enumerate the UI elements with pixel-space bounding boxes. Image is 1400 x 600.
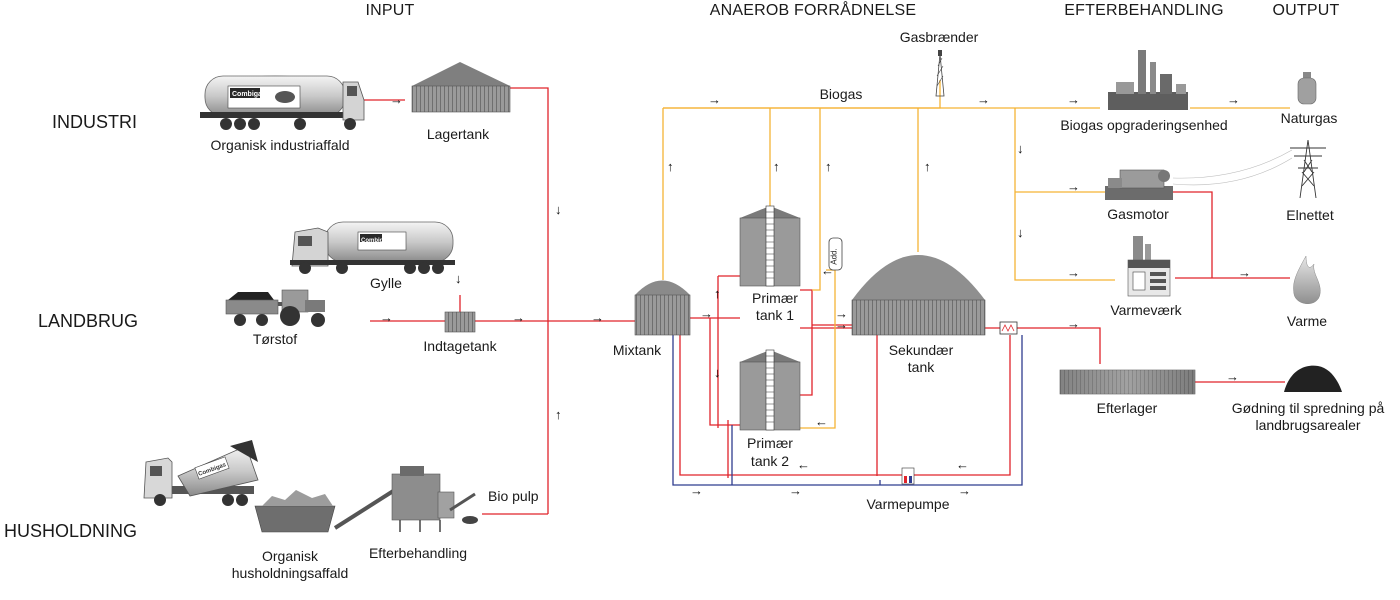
flow-arrow-left-icon: ← (815, 414, 828, 429)
storage-tank-icon (411, 62, 511, 113)
flow-arrow-down-icon: ↓ (555, 202, 562, 217)
primary-tank-2-icon (739, 349, 801, 431)
gas-bottle-icon (1297, 72, 1317, 105)
label-bio-pulp: Bio pulp (488, 488, 539, 504)
truck-brand-industri: Combigas (232, 91, 266, 98)
label-efterlager: Efterlager (1096, 400, 1158, 416)
flow-arrow-left-icon: ← (821, 263, 834, 278)
heat-pump-icon (901, 467, 915, 485)
mixtank-icon (634, 280, 691, 336)
header-input: INPUT (365, 2, 415, 19)
label-godning-a: Gødning til spredning på (1231, 400, 1385, 416)
flow-arrow-right-icon: → (835, 306, 848, 321)
primary-tank-1-icon (739, 205, 801, 287)
tractor-icon (225, 289, 325, 327)
label-biogas: Biogas (819, 86, 863, 102)
row-husholdning: HUSHOLDNING (4, 521, 138, 541)
label-sekundaer-a: Sekundær (888, 342, 954, 358)
label-lagertank: Lagertank (426, 126, 490, 142)
flame-icon (1293, 255, 1321, 304)
flow-arrow-down-icon: ↓ (1017, 225, 1024, 240)
flow-arrow-right-icon: → (1067, 92, 1080, 107)
label-primaer1-b: tank 1 (755, 307, 795, 323)
flow-arrow-right-icon: → (835, 317, 848, 332)
red-pipes (362, 87, 1290, 515)
flow-arrow-down-icon: ↓ (455, 271, 462, 286)
flow-arrow-right-icon: → (380, 310, 393, 325)
gas-flare-icon (935, 50, 945, 97)
flow-arrow-right-icon: → (1067, 316, 1080, 331)
tanker-truck-icon (200, 75, 365, 130)
truck-brand-gylle: Combigas (361, 238, 391, 244)
flow-arrow-down-icon: ↓ (1017, 141, 1024, 156)
flow-arrow-right-icon: → (1067, 179, 1080, 194)
sorting-plant-icon (333, 466, 478, 532)
intake-tank-icon (444, 311, 476, 333)
label-efterbehandling-machine: Efterbehandling (368, 545, 468, 561)
label-primaer2-b: tank 2 (750, 453, 790, 469)
label-gasmotor: Gasmotor (1107, 206, 1169, 222)
upgrading-unit-icon (1108, 50, 1188, 110)
heating-plant-icon (1127, 236, 1171, 297)
flow-arrow-right-icon: → (591, 310, 604, 325)
soil-pile-icon (1284, 365, 1342, 392)
label-godning-b: landbrugsarealer (1255, 417, 1361, 433)
additive-box (828, 237, 843, 271)
row-landbrug: LANDBRUG (38, 311, 139, 331)
label-naturgas: Naturgas (1280, 110, 1338, 126)
flow-arrow-left-icon: ← (797, 457, 810, 472)
label-biogas-opgradering: Biogas opgraderingsenhed (1060, 117, 1228, 133)
label-organisk-hus-1: Organisk (261, 548, 319, 564)
flow-arrow-right-icon: → (708, 92, 721, 107)
flow-arrow-up-icon: ↑ (825, 159, 832, 174)
flow-arrow-up-icon: ↑ (714, 286, 721, 301)
flow-arrow-down-icon: ↓ (714, 365, 721, 380)
flow-arrow-up-icon: ↑ (555, 407, 562, 422)
label-mixtank: Mixtank (612, 342, 662, 358)
heat-exchanger-icon (999, 321, 1018, 335)
flow-arrow-right-icon: → (390, 92, 403, 107)
row-industri: INDUSTRI (52, 112, 137, 132)
label-indtagetank: Indtagetank (423, 338, 497, 354)
flow-arrow-right-icon: → (1227, 92, 1240, 107)
label-varmevaerk: Varmeværk (1110, 302, 1182, 318)
header-anaerob: ANAEROB FORRÅDNELSE (709, 2, 917, 19)
yellow-pipes (662, 80, 1290, 429)
secondary-tank-icon (851, 255, 986, 336)
label-primaer2-a: Primær (747, 435, 793, 451)
blue-pipes (672, 330, 1023, 486)
label-primaer1-a: Primær (752, 290, 798, 306)
label-elnettet: Elnettet (1286, 207, 1334, 223)
label-organisk-hus-2: husholdningsaffald (231, 565, 349, 581)
tipper-truck-icon (143, 440, 259, 506)
label-gasbraender: Gasbrænder (899, 29, 979, 45)
flow-arrow-left-icon: ← (956, 457, 969, 472)
flow-arrow-right-icon: → (700, 306, 713, 321)
flow-arrow-right-icon: → (690, 483, 703, 498)
flow-arrow-right-icon: → (958, 483, 971, 498)
header-efterbehandling: EFTERBEHANDLING (1064, 2, 1224, 19)
label-torstof: Tørstof (252, 331, 298, 347)
label-gylle: Gylle (370, 275, 402, 291)
power-pylon-icon (1172, 139, 1326, 199)
label-organisk-industriaffald: Organisk industriaffald (210, 137, 350, 153)
label-varme: Varme (1286, 313, 1328, 329)
engine-icon (1105, 169, 1173, 200)
label-varmepumpe: Varmepumpe (866, 496, 950, 512)
waste-bin-icon (254, 490, 336, 533)
flow-arrow-right-icon: → (1238, 265, 1251, 280)
flow-arrow-right-icon: → (1226, 369, 1239, 384)
flow-arrow-right-icon: → (977, 92, 990, 107)
flow-arrow-up-icon: ↑ (773, 159, 780, 174)
flow-arrow-right-icon: → (789, 483, 802, 498)
header-output: OUTPUT (1272, 2, 1340, 19)
flow-arrow-right-icon: → (1067, 265, 1080, 280)
tanker-truck-icon (290, 221, 455, 274)
flow-arrow-up-icon: ↑ (667, 159, 674, 174)
flow-arrow-right-icon: → (512, 310, 525, 325)
label-sekundaer-b: tank (907, 359, 935, 375)
flow-arrow-up-icon: ↑ (924, 159, 931, 174)
